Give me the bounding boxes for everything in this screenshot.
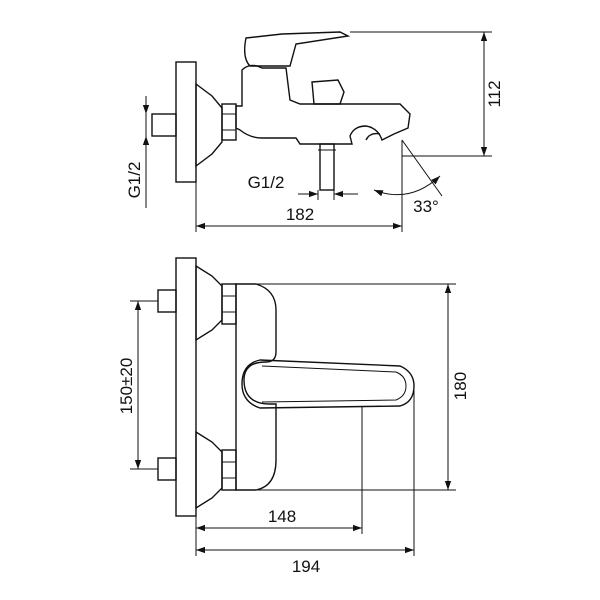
escutcheon-flange	[195, 82, 223, 168]
dim-overall-194: 194	[292, 557, 320, 576]
hex-nut	[221, 103, 237, 141]
dim-handle-148: 148	[268, 507, 296, 526]
lever-handle-side	[243, 31, 351, 67]
dim-height-180: 180	[451, 372, 470, 400]
wall-pipe	[151, 113, 177, 137]
upper-pipe	[157, 289, 177, 313]
diverter-knob-side	[311, 79, 345, 105]
dim-height-112: 112	[485, 80, 504, 107]
lever-handle-top	[241, 359, 415, 409]
side-view: 112 G1/2 G1/2 182 33°	[125, 31, 504, 232]
lower-pipe	[157, 457, 177, 481]
faucet-body-side	[235, 64, 411, 145]
dim-spacing-150: 150±20	[117, 358, 136, 415]
wall-section-bottom	[175, 257, 197, 517]
dim-width-182: 182	[286, 205, 314, 224]
dim-thread-wall: G1/2	[125, 162, 144, 199]
dim-thread-outlet: G1/2	[248, 173, 285, 192]
shower-outlet	[319, 143, 335, 191]
faucet-body-top	[235, 283, 277, 491]
wall-section-top	[175, 61, 197, 183]
top-view: 180 150±20 148 194	[117, 257, 470, 576]
dim-angle-33: 33°	[413, 197, 439, 216]
